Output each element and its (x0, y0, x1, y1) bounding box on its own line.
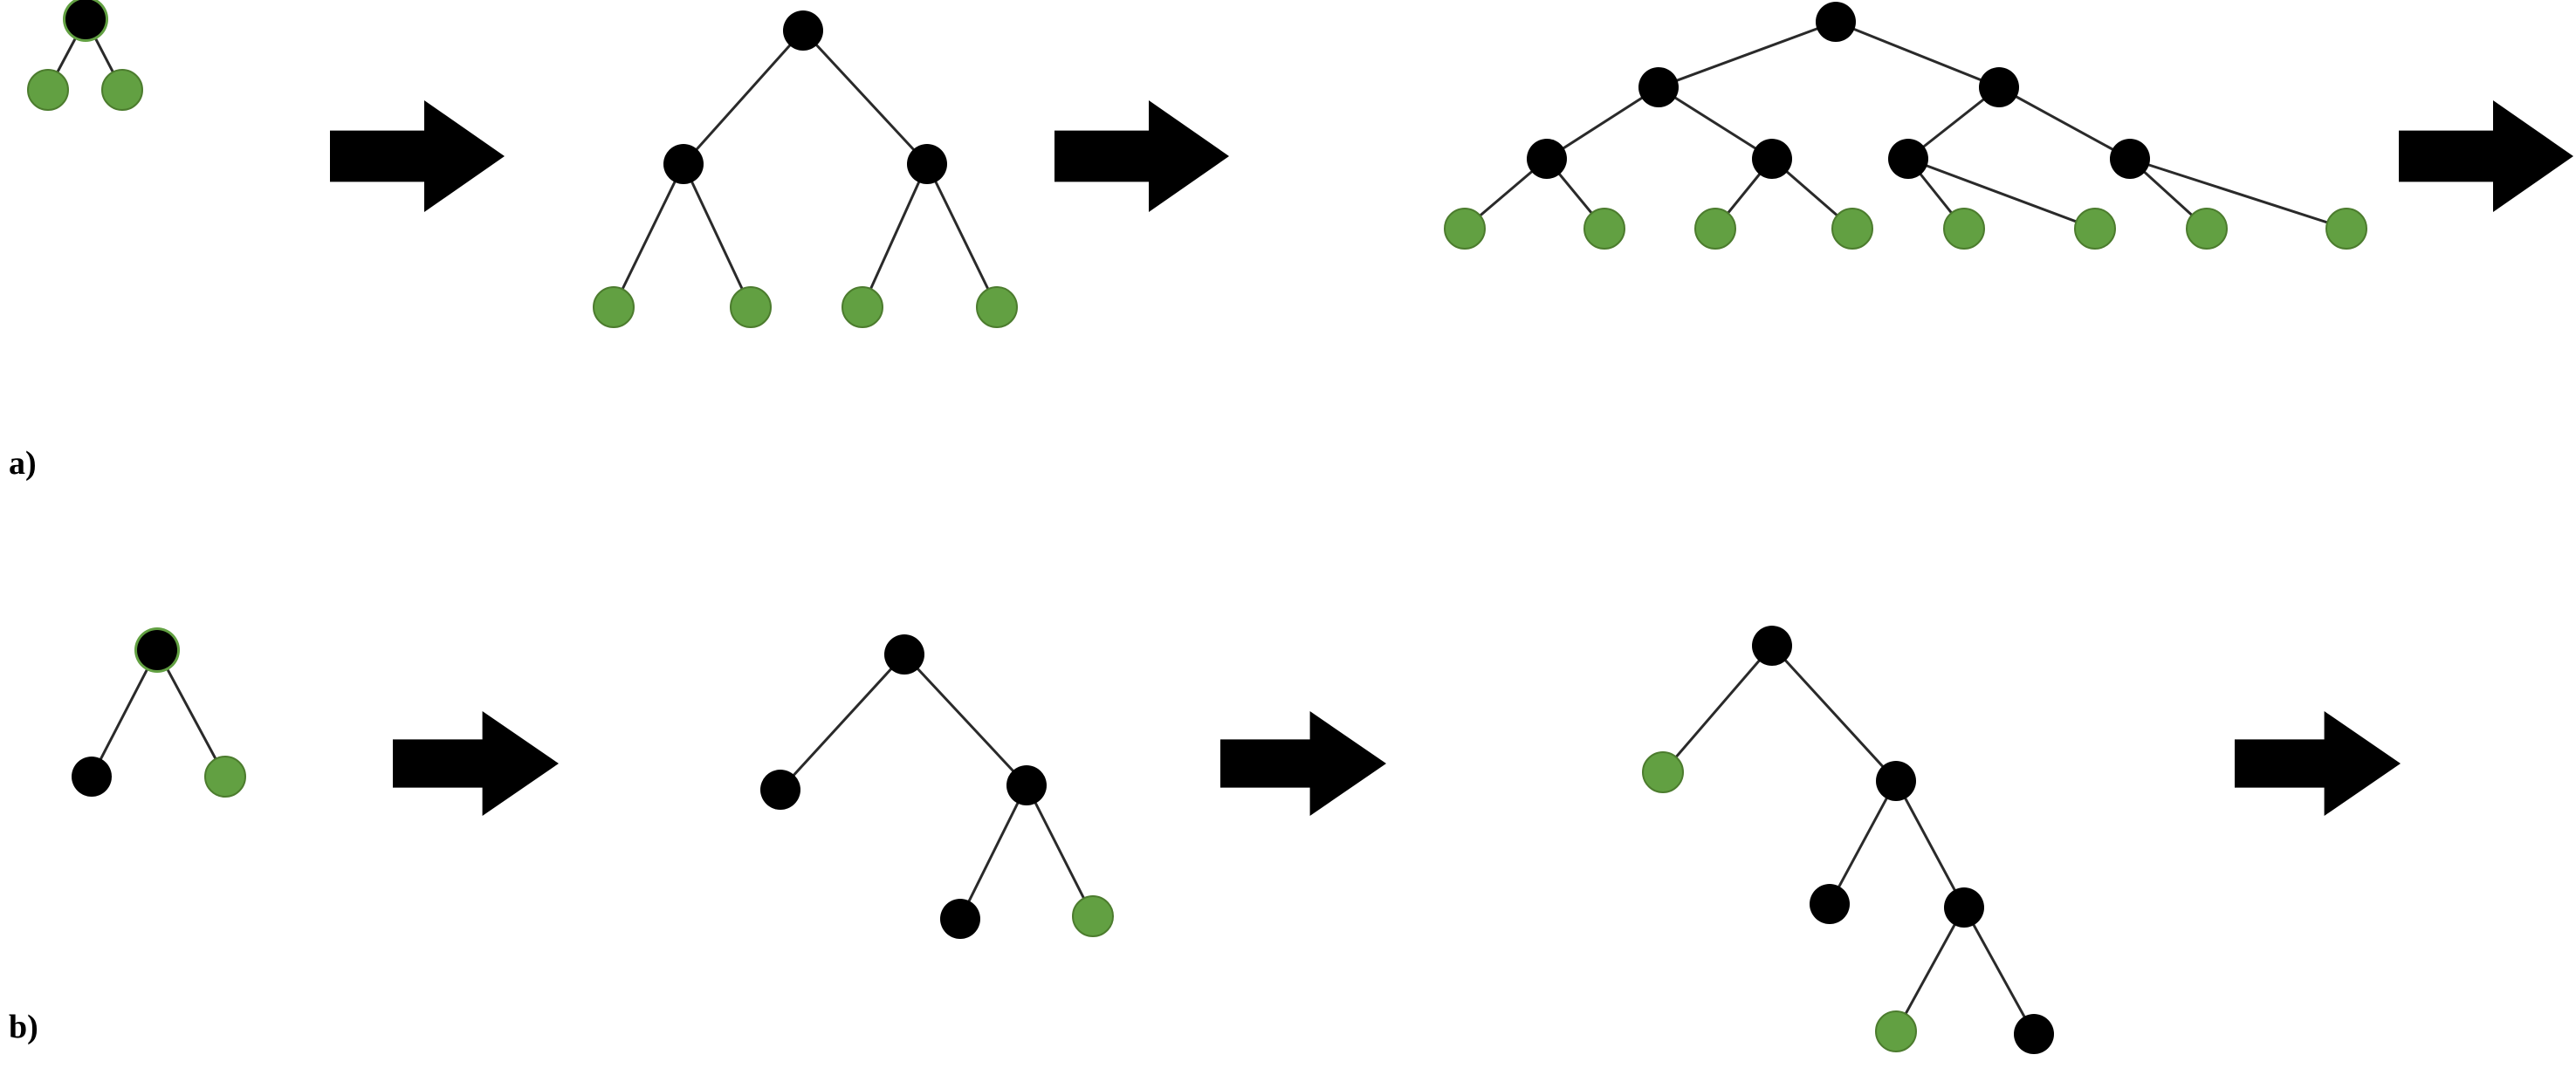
tree-node-black (2014, 1014, 2054, 1054)
tree-node-black (1944, 887, 1984, 928)
tree-edge (1894, 779, 1966, 909)
tree-node-black (72, 757, 112, 797)
edges-layer (46, 17, 2348, 1036)
tree-node-green (2325, 208, 2367, 250)
tree-edge (903, 653, 1028, 787)
right-arrow-icon (1054, 100, 1229, 212)
tree-edge (1834, 20, 2001, 89)
tree-node-green (1943, 208, 1985, 250)
tree-edge (1828, 779, 1898, 906)
tree-node-black (884, 634, 924, 675)
tree-edge (861, 162, 929, 309)
tree-node-green (2074, 208, 2116, 250)
tree-node-black (1876, 761, 1916, 801)
row-label-a: a) (9, 445, 37, 482)
arrows-layer (330, 100, 2573, 816)
tree-node-black (1752, 139, 1792, 179)
tree-node-black (1816, 2, 1856, 42)
tree-node-green (1875, 1010, 1917, 1052)
tree-node-green (2186, 208, 2228, 250)
tree-node-black (760, 770, 800, 810)
tree-edge (682, 29, 805, 166)
tree-node-black (2110, 139, 2150, 179)
tree-node-green (1583, 208, 1625, 250)
tree-edge (90, 648, 159, 778)
tree-node-green (1694, 208, 1736, 250)
tree-edge (155, 648, 227, 778)
tree-node-green (1831, 208, 1873, 250)
tree-edge (1545, 86, 1660, 161)
tree-node-black (1888, 139, 1928, 179)
tree-edge (1997, 86, 2132, 161)
tree-node-black (65, 0, 106, 39)
tree-edge (1906, 157, 2097, 230)
tree-edge (925, 162, 999, 309)
nodes-layer (27, 0, 2367, 1054)
right-arrow-icon (330, 100, 505, 212)
tree-edge (1661, 644, 1774, 774)
tree-node-black (1810, 884, 1850, 924)
tree-edge (1025, 784, 1095, 918)
right-arrow-icon (1220, 711, 1386, 816)
tree-node-black (783, 10, 823, 51)
tree-edge (1657, 20, 1838, 89)
tree-node-black (1006, 765, 1047, 805)
tree-edge (2128, 157, 2348, 230)
tree-node-green (1072, 895, 1114, 937)
tree-edge (612, 162, 685, 309)
tree-node-green (841, 286, 883, 328)
tree-node-black (1638, 67, 1679, 107)
tree-node-green (204, 756, 246, 798)
right-arrow-icon (2235, 711, 2401, 816)
tree-node-green (1444, 208, 1486, 250)
tree-edge (1962, 906, 2036, 1036)
tree-node-green (101, 69, 143, 111)
tree-edge (1894, 906, 1966, 1033)
right-arrow-icon (2399, 100, 2573, 212)
tree-edge (958, 784, 1028, 921)
tree-node-black (137, 630, 177, 670)
tree-edge (779, 653, 906, 791)
tree-node-green (730, 286, 772, 328)
tree-edge (1770, 644, 1898, 783)
tree-node-black (940, 899, 980, 939)
tree-node-green (976, 286, 1018, 328)
tree-node-black (1752, 626, 1792, 666)
tree-edge (682, 162, 752, 309)
tree-edge (801, 29, 929, 166)
tree-node-black (907, 144, 947, 184)
right-arrow-icon (393, 711, 559, 816)
tree-node-green (593, 286, 635, 328)
tree-node-black (663, 144, 704, 184)
tree-node-black (1979, 67, 2019, 107)
tree-node-green (27, 69, 69, 111)
tree-node-green (1642, 751, 1684, 793)
tree-edge (1657, 86, 1774, 161)
tree-node-black (1527, 139, 1567, 179)
row-label-b: b) (9, 1009, 38, 1045)
